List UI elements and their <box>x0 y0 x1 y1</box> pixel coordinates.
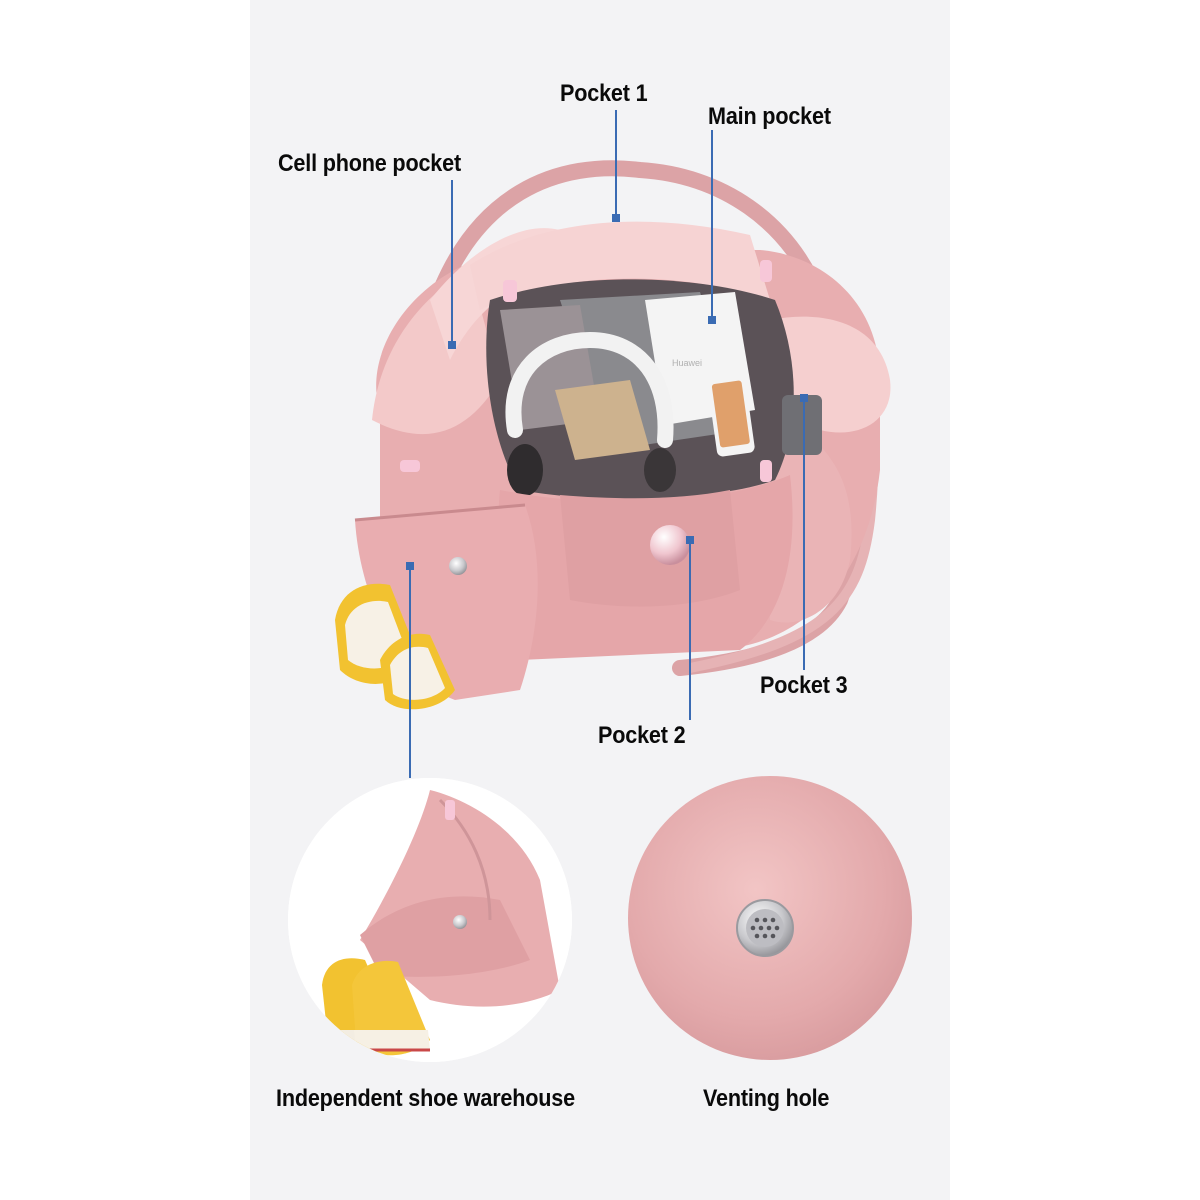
label-shoe-warehouse: Independent shoe warehouse <box>276 1085 575 1112</box>
label-pocket-3: Pocket 3 <box>760 672 848 699</box>
venting-hole-detail <box>628 776 912 1060</box>
label-cell-phone-pocket: Cell phone pocket <box>278 150 461 177</box>
leader-lines <box>406 110 808 778</box>
shoe-warehouse-detail <box>288 778 572 1062</box>
bag-main: Huawei <box>335 160 891 710</box>
label-pocket-2: Pocket 2 <box>598 722 686 749</box>
label-pocket-1: Pocket 1 <box>560 80 648 107</box>
headphones <box>505 331 674 448</box>
vent-button-small <box>449 557 467 575</box>
svg-text:Huawei: Huawei <box>672 358 702 368</box>
label-venting-hole: Venting hole <box>703 1085 830 1112</box>
label-main-pocket: Main pocket <box>708 103 831 130</box>
pearl <box>650 525 690 565</box>
